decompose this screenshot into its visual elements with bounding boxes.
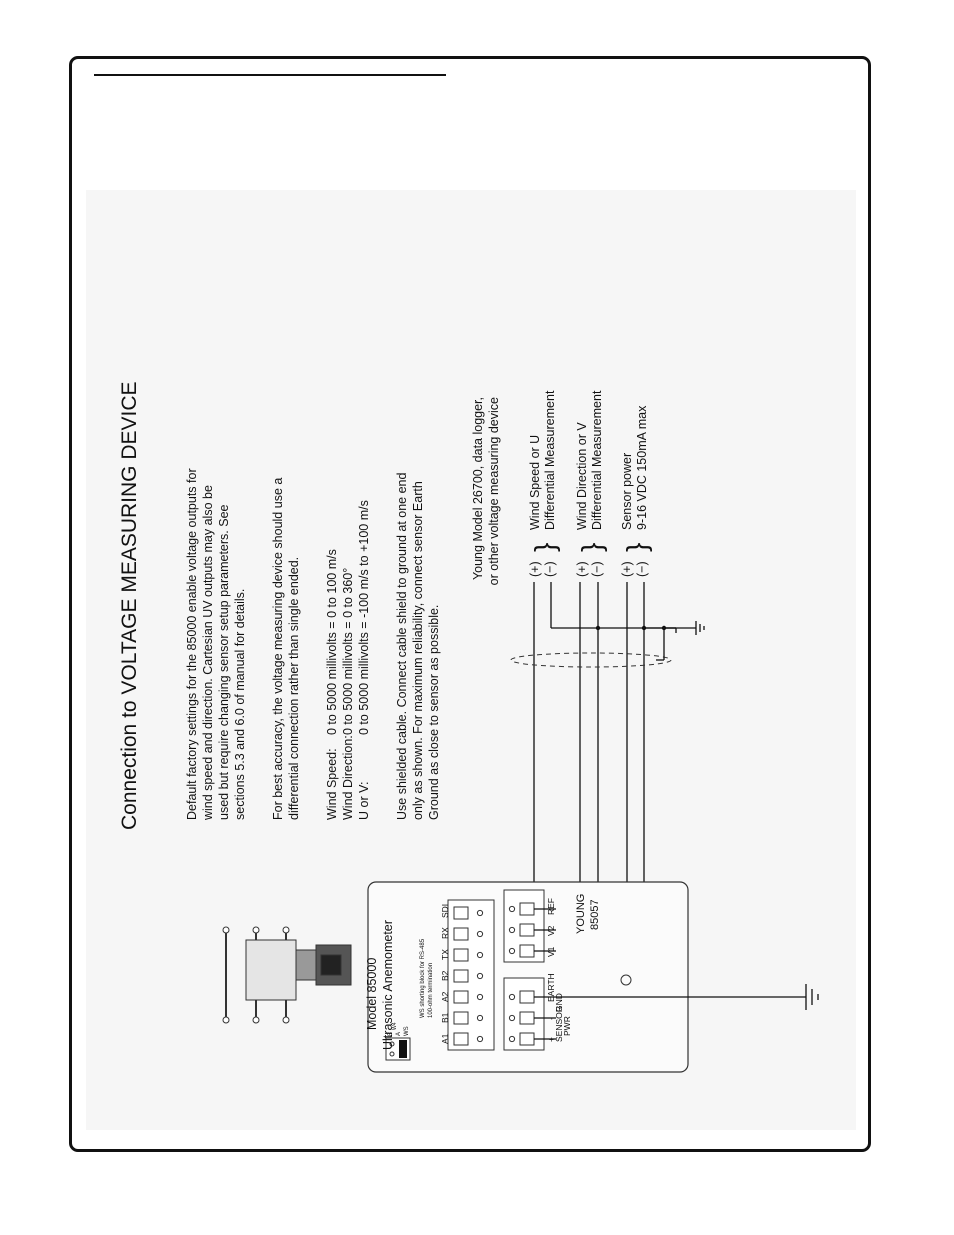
range-label-direction: Wind Direction: [341,735,355,820]
jumper-label-w4: W4 [392,1022,398,1030]
accuracy-line-2: differential connection rather than sing… [287,557,301,820]
terminal-label-v1: V1 [546,946,556,957]
terminal-label-ref: REF [546,898,556,915]
signal-1-label-2: Differential Measurement [543,390,557,530]
jumper-label-b: B [388,1032,394,1036]
terminal-label-v2: V2 [546,925,556,936]
signal-2-label-2: Differential Measurement [590,390,604,530]
signal-1-label-1: Wind Speed or U [528,435,542,530]
jumper-pin [389,1041,395,1047]
signal-3-plus: (+) [620,561,634,577]
signal-2-plus: (+) [575,561,589,577]
wiring-diagram: Connection to VOLTAGE MEASURING DEVICE D… [86,190,856,1130]
signal-3-label-2: 9-16 VDC 150mA max [635,405,649,530]
terminal-label-a1: A1 [440,1033,450,1044]
intro-line-4: sections 5.3 and 6.0 of manual for detai… [233,589,247,820]
sensor-type-label: Ultrasonic Anemometer [381,920,395,1050]
signal-2-minus: (−) [590,561,604,577]
shield-note-3: Ground as close to sensor as possible. [427,605,441,820]
board-model: 85057 [589,899,601,930]
sensor-model-label: Model 85000 [365,958,379,1030]
gnd-label: GND [554,993,564,1012]
pwr-label: PWR [562,1016,572,1036]
board-brand: YOUNG [575,894,587,934]
sensor-pwr-label: SENSOR [554,1006,564,1042]
rs485-terminals [453,906,484,1046]
signal-1-plus: (+) [528,561,542,577]
signal-3-minus: (−) [635,561,649,577]
page-frame [69,56,871,1152]
range-value-direction: 0 to 5000 millivolts = 0 to 360° [341,568,355,735]
intro-line-1: Default factory settings for the 85000 e… [185,468,199,820]
mounting-hole-icon [620,974,632,986]
shield-note-1: Use shielded cable. Connect cable shield… [395,472,409,820]
terminal-label-b2: B2 [440,970,450,981]
logger-label-2: or other voltage measuring device [487,397,501,585]
range-label-speed: Wind Speed: [325,748,339,820]
ws-note-2: 100-ohm termination [428,963,434,1018]
cable-shield-ellipse [510,652,672,668]
brace-icon: } [529,543,560,552]
terminal-label-b1: B1 [440,1012,450,1023]
power-terminals [508,990,535,1046]
range-label-uv: U or V: [357,782,371,820]
output-terminals [508,902,535,958]
signal-2-label-1: Wind Direction or V [575,422,589,530]
jumper-label-a: A [396,1032,402,1036]
earth-label: EARTH [546,973,556,1002]
range-value-uv: 0 to 5000 millivolts = -100 m/s to +100 … [357,500,371,735]
board-wires [534,908,819,1040]
junction-dot [641,625,647,631]
range-value-speed: 0 to 5000 millivolts = 0 to 100 m/s [325,549,339,735]
terminal-label-rx: RX [440,927,450,939]
signal-3-label-1: Sensor power [620,453,634,530]
brace-icon: } [621,543,652,552]
accuracy-line-1: For best accuracy, the voltage measuring… [271,478,285,820]
jumper-label-ws: WS [404,1026,410,1036]
anemometer-sensor-icon [222,926,352,1024]
signal-1-minus: (−) [543,561,557,577]
jumper-shorting-block [399,1040,407,1058]
intro-line-2: wind speed and direction. Cartesian UV o… [201,485,215,821]
jumper-pin [389,1051,395,1057]
junction-dot [595,625,601,631]
shield-note-2: only as shown. For maximum reliability, … [411,481,425,820]
terminal-label-tx: TX [440,949,450,960]
logger-label-1: Young Model 26700, data logger, [471,397,485,580]
diagram-title: Connection to VOLTAGE MEASURING DEVICE [118,381,141,830]
terminal-label-a2: A2 [440,991,450,1002]
ws-note-1: WS shorting block for RS-485 [420,938,426,1018]
brace-icon: } [576,543,607,552]
intro-line-3: used but require changing sensor setup p… [217,504,231,820]
shield-ground [656,621,705,661]
terminal-label-sdi: SDI [440,904,450,918]
header-rule [94,74,446,76]
junction-dot [661,625,667,631]
